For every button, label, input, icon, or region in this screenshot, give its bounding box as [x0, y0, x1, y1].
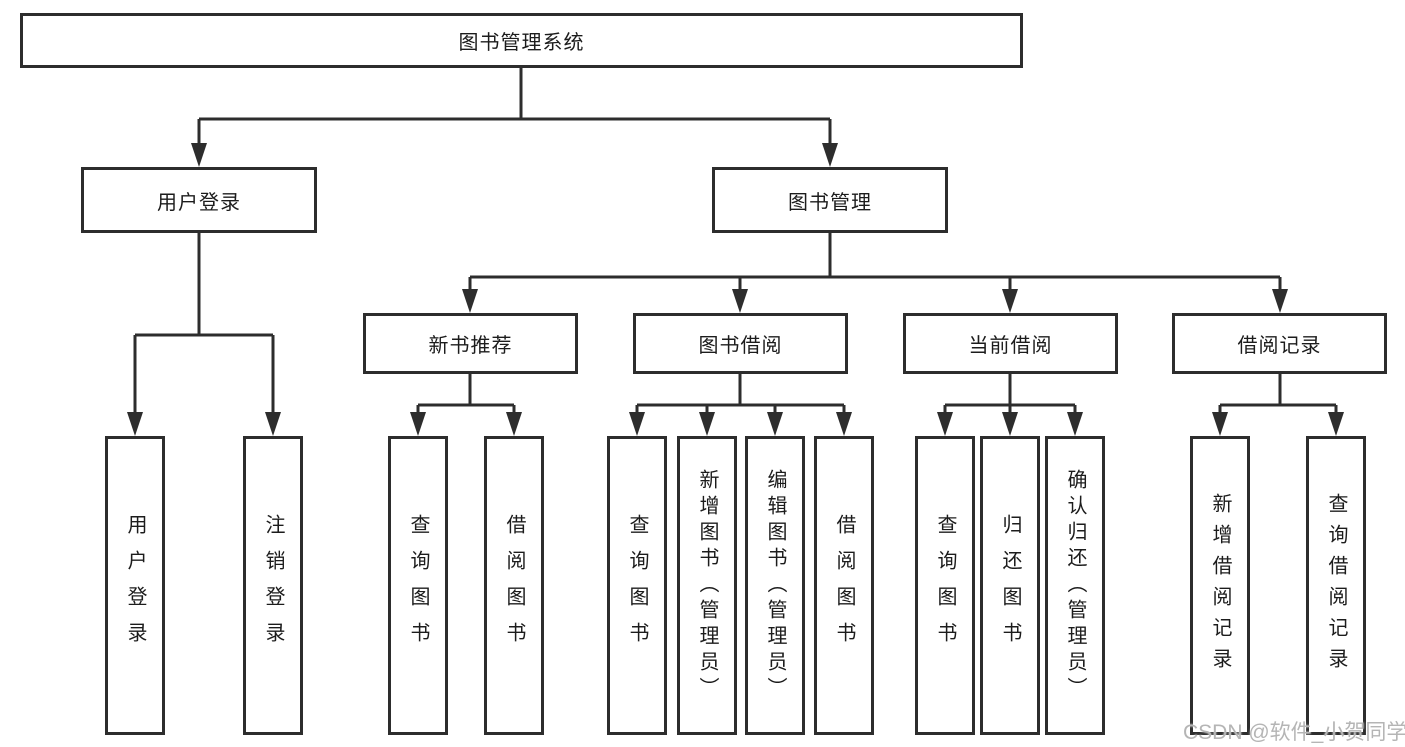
- leaf-logout-label: 注销登录: [262, 513, 284, 658]
- node-current-borrowing: 当前借阅: [903, 313, 1118, 374]
- leaf-query-books-2: 查询图书: [607, 436, 667, 735]
- node-book-borrowing: 图书借阅: [633, 313, 848, 374]
- leaf-query-borrow-record-label: 查询借阅记录: [1325, 492, 1347, 679]
- leaf-query-books-3: 查询图书: [915, 436, 975, 735]
- leaf-borrow-books-1-label: 借阅图书: [503, 513, 525, 658]
- leaf-add-borrow-record-label: 新增借阅记录: [1209, 492, 1231, 679]
- leaf-add-book-admin: 新增图书（管理员）: [677, 436, 737, 735]
- leaf-query-books-3-label: 查询图书: [934, 513, 956, 658]
- node-root: 图书管理系统: [20, 13, 1023, 68]
- leaf-borrow-books-1: 借阅图书: [484, 436, 544, 735]
- node-book-management: 图书管理: [712, 167, 948, 233]
- leaf-logout: 注销登录: [243, 436, 303, 735]
- node-user-login-label: 用户登录: [157, 191, 241, 214]
- node-borrowing-records-label: 借阅记录: [1237, 335, 1322, 357]
- leaf-user-login-label: 用户登录: [124, 513, 146, 658]
- node-book-borrowing-label: 图书借阅: [698, 335, 783, 357]
- leaf-add-borrow-record: 新增借阅记录: [1190, 436, 1250, 735]
- leaf-edit-book-admin-label: 编辑图书（管理员）: [764, 468, 786, 703]
- node-current-borrowing-label: 当前借阅: [968, 335, 1053, 357]
- leaf-edit-book-admin: 编辑图书（管理员）: [745, 436, 805, 735]
- node-user-login: 用户登录: [81, 167, 317, 233]
- leaf-query-books-1: 查询图书: [388, 436, 448, 735]
- leaf-query-books-2-label: 查询图书: [626, 513, 648, 658]
- watermark: CSDN @软件_小贺同学: [1183, 721, 1405, 744]
- leaf-confirm-return-admin-label: 确认归还（管理员）: [1064, 468, 1086, 703]
- leaf-user-login: 用户登录: [105, 436, 165, 735]
- leaf-add-book-admin-label: 新增图书（管理员）: [696, 468, 718, 703]
- leaf-query-borrow-record: 查询借阅记录: [1306, 436, 1366, 735]
- node-book-management-label: 图书管理: [788, 191, 872, 214]
- node-root-label: 图书管理系统: [458, 32, 585, 54]
- leaf-return-books: 归还图书: [980, 436, 1040, 735]
- node-borrowing-records: 借阅记录: [1172, 313, 1387, 374]
- leaf-return-books-label: 归还图书: [999, 513, 1021, 658]
- node-new-book-recommendation-label: 新书推荐: [428, 335, 513, 357]
- node-new-book-recommendation: 新书推荐: [363, 313, 578, 374]
- leaf-confirm-return-admin: 确认归还（管理员）: [1045, 436, 1105, 735]
- leaf-borrow-books-2: 借阅图书: [814, 436, 874, 735]
- leaf-borrow-books-2-label: 借阅图书: [833, 513, 855, 658]
- leaf-query-books-1-label: 查询图书: [407, 513, 429, 658]
